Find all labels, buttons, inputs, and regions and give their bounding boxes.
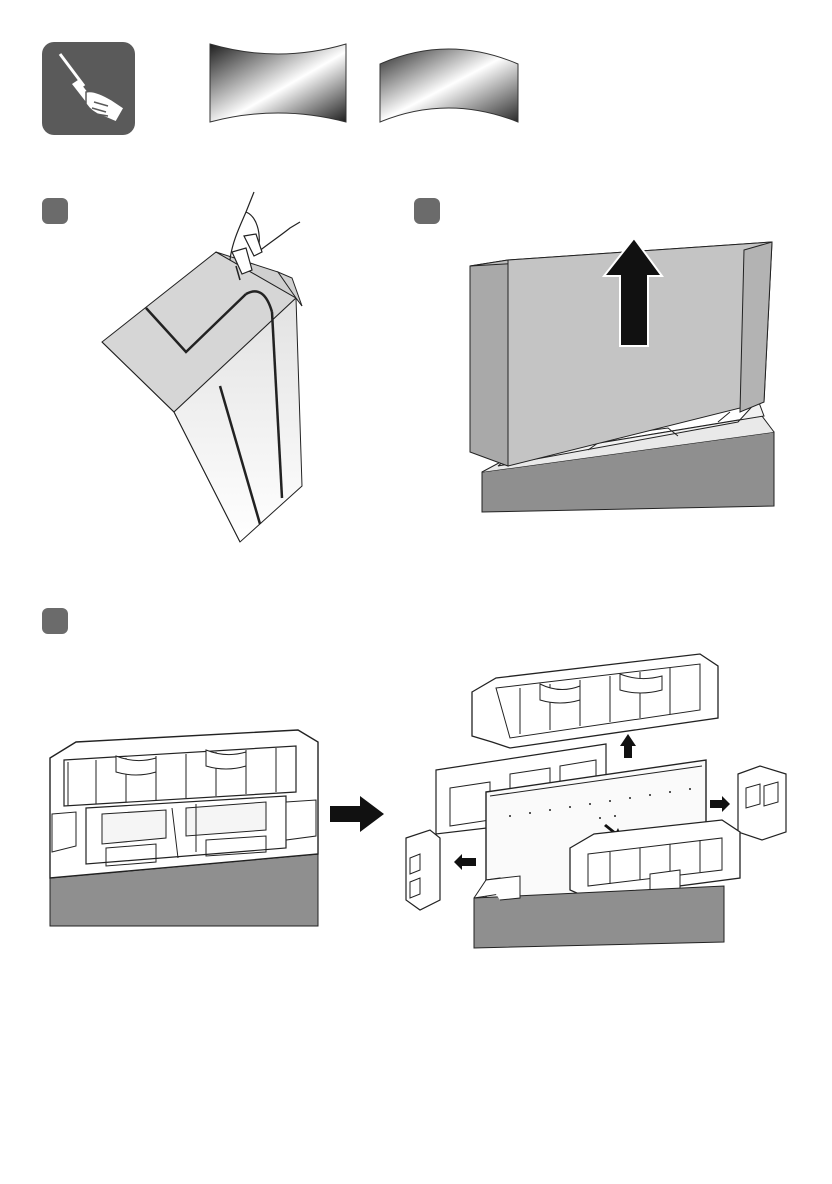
right-arrow-icon: [330, 796, 386, 832]
step-badge: [42, 608, 68, 634]
screwdriver-hand-icon: [42, 42, 135, 135]
step-badge: [42, 198, 68, 224]
lift-box-illustration: [468, 236, 778, 516]
remove-packaging-illustration: [400, 648, 800, 948]
cut-straps-illustration: [96, 186, 356, 556]
curved-panel-gradient-icon: [208, 42, 348, 124]
remove-packaging-illustration: [46, 728, 322, 928]
curved-panel-gradient-icon: [378, 42, 520, 124]
step-badge: [414, 198, 440, 224]
